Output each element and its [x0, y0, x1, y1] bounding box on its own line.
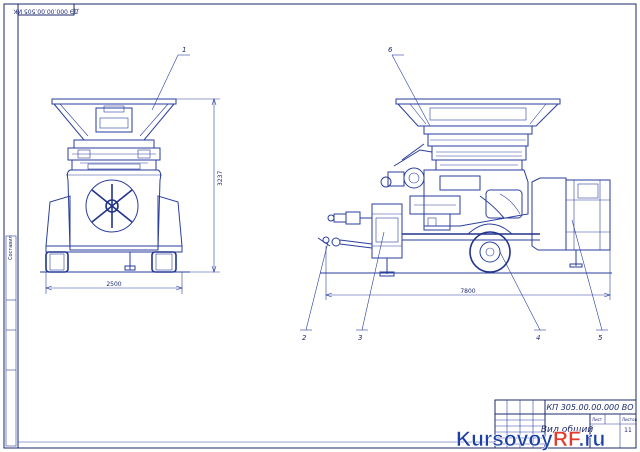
callout-2: 2 — [302, 334, 307, 342]
callout-leaders — [151, 54, 608, 331]
side-strip-text: Составил — [8, 235, 14, 260]
sheet-frame — [3, 3, 637, 449]
callout-6: 6 — [388, 46, 393, 54]
side-view — [317, 98, 612, 277]
callout-5: 5 — [598, 334, 603, 342]
drawing-designation: КП 305.00.00.000 ВО — [546, 403, 633, 412]
callout-3: 3 — [358, 334, 362, 342]
title-block — [18, 399, 637, 449]
dimensions — [45, 98, 611, 300]
sheets-label: Листов — [622, 417, 638, 422]
sheet-label: Лист — [592, 417, 603, 422]
dimension-side-length: 7800 — [460, 288, 475, 295]
dimension-front-height: 3237 — [217, 171, 224, 186]
callout-4: 4 — [536, 334, 540, 342]
svg-text:KursovoyRF.ru: KursovoyRF.ru — [456, 428, 605, 451]
corner-stamp-box: ДЭ 000.00.00.505 ИК — [13, 3, 79, 16]
front-view — [40, 98, 190, 273]
dimension-front-width: 2500 — [106, 281, 121, 288]
corner-stamp: ДЭ 000.00.00.505 ИК — [13, 8, 79, 15]
watermark-logo: KursovoyRF.ru — [456, 428, 606, 452]
callout-1: 1 — [182, 46, 186, 54]
view-title: Вид общий — [541, 425, 593, 435]
sheets-count: 11 — [624, 427, 632, 434]
